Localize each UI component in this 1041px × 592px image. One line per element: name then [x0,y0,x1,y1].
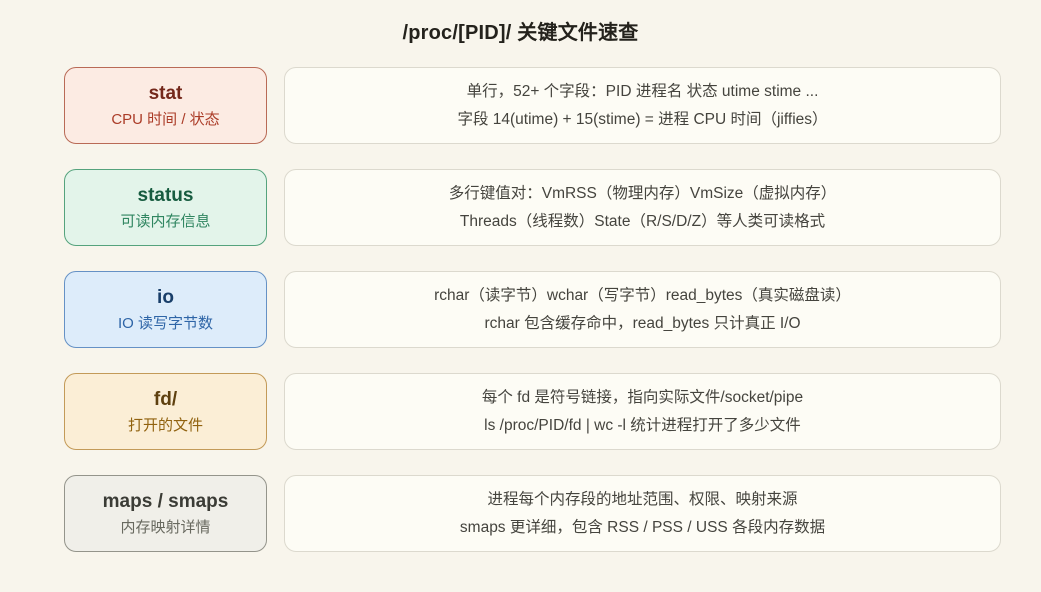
description-box: 每个 fd 是符号链接，指向实际文件/socket/pipe ls /proc/… [284,373,1001,450]
description-line: 每个 fd 是符号链接，指向实际文件/socket/pipe [481,388,804,406]
card-title: fd/ [153,388,178,410]
row-maps-smaps: maps / smaps 内存映射详情 进程每个内存段的地址范围、权限、映射来源… [64,475,1001,552]
description-box: rchar（读字节）wchar（写字节）read_bytes（真实磁盘读） rc… [284,271,1001,348]
card-fd: fd/ 打开的文件 [64,373,267,450]
description-box: 单行，52+ 个字段：PID 进程名 状态 utime stime ... 字段… [284,67,1001,144]
page-title: /proc/[PID]/ 关键文件速查 [402,22,639,44]
card-subtitle: IO 读写字节数 [117,314,213,332]
row-status: status 可读内存信息 多行键值对：VmRSS（物理内存）VmSize（虚拟… [64,169,1001,246]
description-box: 多行键值对：VmRSS（物理内存）VmSize（虚拟内存） Threads（线程… [284,169,1001,246]
card-subtitle: CPU 时间 / 状态 [111,110,220,128]
description-line: 单行，52+ 个字段：PID 进程名 状态 utime stime ... [466,82,819,100]
description-line: ls /proc/PID/fd | wc -l 统计进程打开了多少文件 [484,416,801,434]
description-line: 字段 14(utime) + 15(stime) = 进程 CPU 时间（jif… [457,110,828,128]
rows-container: stat CPU 时间 / 状态 单行，52+ 个字段：PID 进程名 状态 u… [0,67,1041,552]
row-stat: stat CPU 时间 / 状态 单行，52+ 个字段：PID 进程名 状态 u… [64,67,1001,144]
card-title: status [137,184,194,206]
row-fd: fd/ 打开的文件 每个 fd 是符号链接，指向实际文件/socket/pipe… [64,373,1001,450]
description-line: 进程每个内存段的地址范围、权限、映射来源 [487,490,798,508]
card-subtitle: 打开的文件 [127,416,203,434]
card-subtitle: 内存映射详情 [120,518,211,536]
card-subtitle: 可读内存信息 [120,212,211,230]
description-box: 进程每个内存段的地址范围、权限、映射来源 smaps 更详细，包含 RSS / … [284,475,1001,552]
card-maps-smaps: maps / smaps 内存映射详情 [64,475,267,552]
card-stat: stat CPU 时间 / 状态 [64,67,267,144]
description-line: rchar（读字节）wchar（写字节）read_bytes（真实磁盘读） [434,286,851,304]
description-line: rchar 包含缓存命中，read_bytes 只计真正 I/O [484,314,801,332]
card-title: maps / smaps [102,490,229,512]
card-status: status 可读内存信息 [64,169,267,246]
row-io: io IO 读写字节数 rchar（读字节）wchar（写字节）read_byt… [64,271,1001,348]
card-io: io IO 读写字节数 [64,271,267,348]
description-line: smaps 更详细，包含 RSS / PSS / USS 各段内存数据 [459,518,826,536]
description-line: Threads（线程数）State（R/S/D/Z）等人类可读格式 [459,212,826,230]
card-title: io [157,286,174,308]
description-line: 多行键值对：VmRSS（物理内存）VmSize（虚拟内存） [448,184,837,202]
card-title: stat [148,82,183,104]
